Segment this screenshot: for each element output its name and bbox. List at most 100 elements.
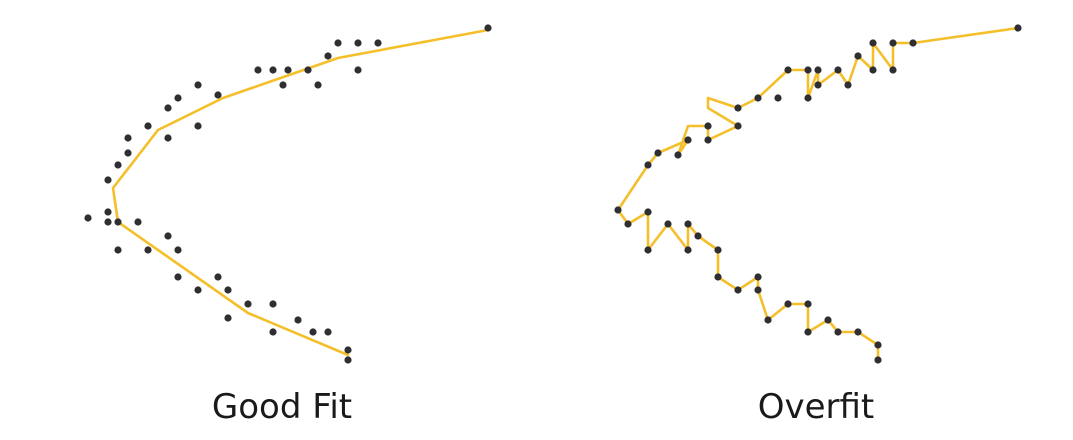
good-fit-point [214,273,222,281]
overfit-point [874,341,882,349]
good-fit-point [174,94,182,102]
overfit-point [834,328,842,336]
good-fit-point [269,66,277,74]
good-fit-point [214,91,222,99]
good-fit-point [144,122,152,130]
good-fit-points-layer [84,24,492,364]
overfit-point [1014,24,1022,32]
overfit-point [714,273,722,281]
good-fit-point [334,39,342,47]
overfit-title: Overfit [758,387,875,427]
overfit-point [694,232,702,240]
overfit-point [624,220,632,228]
good-fit-point [124,134,132,142]
overfit-point [664,220,672,228]
good-fit-point [244,300,252,308]
good-fit-point [309,328,317,336]
good-fit-point [324,52,332,60]
good-fit-panel: Good Fit [84,24,492,427]
overfit-point [804,300,812,308]
overfit-point [764,316,772,324]
good-fit-point [114,246,122,254]
overfit-point [869,66,877,74]
good-fit-point [254,66,262,74]
overfit-point [674,151,682,159]
good-fit-point [164,232,172,240]
overfit-point [889,66,897,74]
overfit-point [614,206,622,214]
overfit-point [774,94,782,102]
good-fit-point [164,134,172,142]
good-fit-point [194,81,202,89]
good-fit-point [224,314,232,322]
overfit-panel: Overfit [614,24,1022,427]
overfit-point [734,104,742,112]
good-fit-point [164,104,172,112]
good-fit-point [124,149,132,157]
overfit-point [854,328,862,336]
good-fit-point [484,24,492,32]
overfit-points-layer [614,24,1022,364]
good-fit-point [269,300,277,308]
good-fit-line-layer [111,28,490,357]
overfit-point [869,39,877,47]
overfit-point [754,286,762,294]
overfit-point [734,286,742,294]
good-fit-line [111,28,490,357]
overfit-point [874,356,882,364]
good-fit-point [84,214,92,222]
good-fit-point [354,66,362,74]
good-fit-point [114,218,122,226]
good-fit-point [304,66,312,74]
overfit-point [854,52,862,60]
good-fit-point [344,346,352,354]
overfit-point [644,208,652,216]
good-fit-point [134,218,142,226]
overfit-point [704,122,712,130]
good-fit-point [174,246,182,254]
overfit-point [824,316,832,324]
overfit-point [684,136,692,144]
good-fit-point [104,208,112,216]
overfit-point [784,300,792,308]
overfit-point [684,220,692,228]
overfit-point [714,246,722,254]
overfit-point [814,81,822,89]
overfit-line-layer [616,26,1020,362]
good-fit-point [294,316,302,324]
overfit-point [804,94,812,102]
good-fit-point [374,39,382,47]
overfit-point [909,39,917,47]
overfit-point [644,161,652,169]
good-fit-point [114,161,122,169]
good-fit-point [324,328,332,336]
overfit-point [654,149,662,157]
good-fit-point [279,81,287,89]
overfit-point [889,39,897,47]
overfit-point [814,66,822,74]
overfit-point [784,66,792,74]
overfit-point [844,81,852,89]
overfit-point [734,122,742,130]
overfit-line [616,26,1020,362]
good-fit-point [314,81,322,89]
good-fit-point [104,176,112,184]
overfit-point [644,246,652,254]
good-fit-point [269,328,277,336]
overfit-point [804,328,812,336]
good-fit-point [344,356,352,364]
overfit-point [754,273,762,281]
good-fit-title: Good Fit [212,387,352,427]
good-fit-point [284,66,292,74]
overfit-point [684,246,692,254]
good-fit-point [104,218,112,226]
good-fit-point [174,273,182,281]
good-fit-point [354,39,362,47]
overfit-point [834,66,842,74]
good-fit-point [144,246,152,254]
good-fit-point [194,286,202,294]
good-fit-point [224,286,232,294]
good-fit-point [194,122,202,130]
overfit-point [804,66,812,74]
